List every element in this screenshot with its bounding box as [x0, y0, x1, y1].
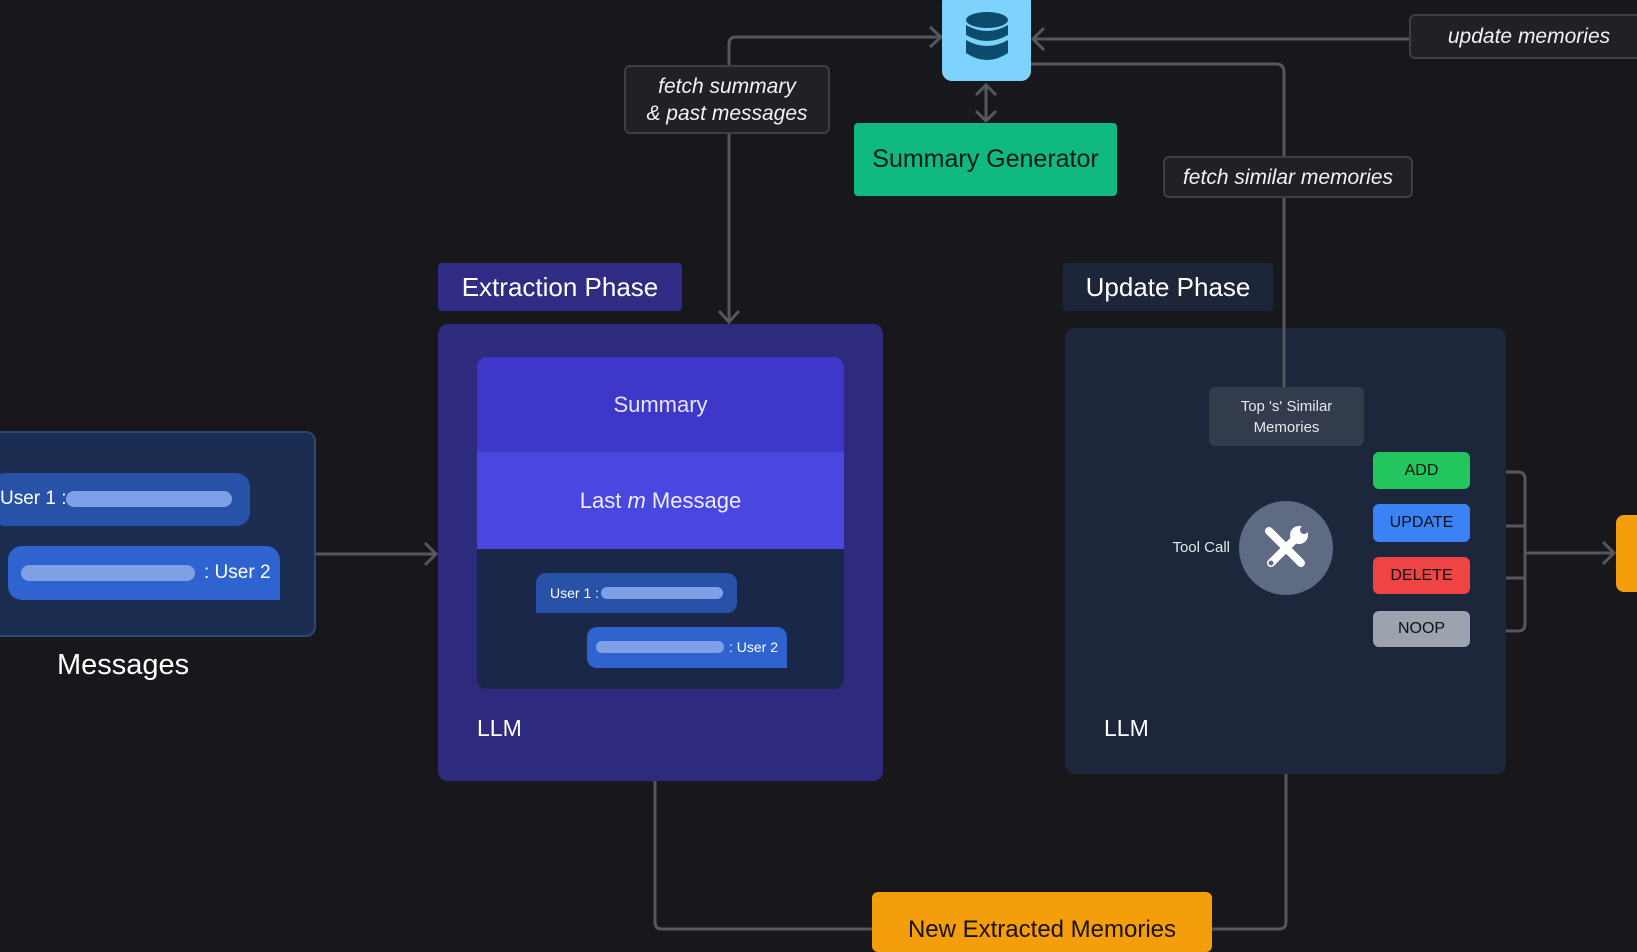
top-s-similar-memories: Top 's' Similar Memories	[1209, 387, 1364, 446]
context-bubble-user1: User 1 :	[536, 573, 737, 613]
update-llm-label: LLM	[1104, 715, 1149, 741]
fetch-similar-label: fetch similar memories	[1163, 156, 1413, 198]
line-db-to-fetch-summary	[727, 35, 940, 65]
line-fetch-similar	[1031, 62, 1286, 385]
op-update-button: UPDATE	[1373, 504, 1470, 542]
tool-call-node	[1239, 501, 1333, 595]
fetch-summary-line2: & past messages	[646, 101, 808, 125]
output-node	[1616, 515, 1637, 592]
last-m-message-section: Last m Message	[477, 452, 844, 549]
database-node	[942, 0, 1031, 81]
extraction-llm-label: LLM	[477, 715, 522, 741]
tools-icon	[1265, 526, 1308, 567]
summary-generator: Summary Generator	[854, 123, 1117, 196]
context-bubble-user2: : User 2	[587, 627, 787, 668]
message-bubble-user1: User 1 :	[0, 473, 250, 526]
tool-call-label: Tool Call	[1172, 539, 1230, 556]
messages-panel: User 1 : : User 2	[0, 431, 316, 637]
extraction-phase-label: Extraction Phase	[438, 263, 682, 311]
extraction-llm-box: Summary Last m Message User 1 : : User 2…	[438, 324, 883, 781]
new-extracted-memories: New Extracted Memories	[872, 892, 1212, 952]
fetch-summary-label: fetch summary & past messages	[624, 65, 830, 134]
database-icon	[965, 11, 1008, 60]
update-memories-label: update memories	[1409, 14, 1637, 59]
message-user1-label: User 1 :	[0, 488, 67, 509]
last-suffix: Message	[645, 487, 742, 513]
last-prefix: Last	[579, 487, 628, 513]
context-user1-label: User 1 :	[550, 585, 600, 601]
line-new-memories-to-tool	[1212, 598, 1288, 931]
summary-section: Summary	[477, 357, 844, 452]
extraction-context: Summary Last m Message User 1 : : User 2	[477, 357, 844, 689]
message-placeholder-bar	[66, 491, 232, 507]
last-m: m	[627, 487, 646, 513]
top-s-line2: Memories	[1253, 418, 1320, 436]
update-phase-label: Update Phase	[1063, 263, 1273, 311]
line-extraction-to-new-memories	[653, 781, 872, 931]
context-placeholder-bar	[596, 641, 724, 653]
context-placeholder-bar	[601, 587, 723, 599]
message-placeholder-bar	[21, 565, 195, 581]
op-delete-button: DELETE	[1373, 557, 1470, 594]
op-add-button: ADD	[1373, 452, 1470, 489]
top-s-line1: Top 's' Similar	[1240, 397, 1333, 415]
new-extracted-memories-label: New Extracted Memories	[907, 916, 1177, 943]
context-user2-label: : User 2	[729, 639, 779, 655]
fetch-summary-line1: fetch summary	[658, 74, 796, 98]
message-bubble-user2: : User 2	[8, 546, 280, 600]
messages-title: Messages	[57, 649, 190, 681]
op-noop-button: NOOP	[1373, 611, 1470, 647]
message-user2-label: : User 2	[204, 562, 271, 583]
